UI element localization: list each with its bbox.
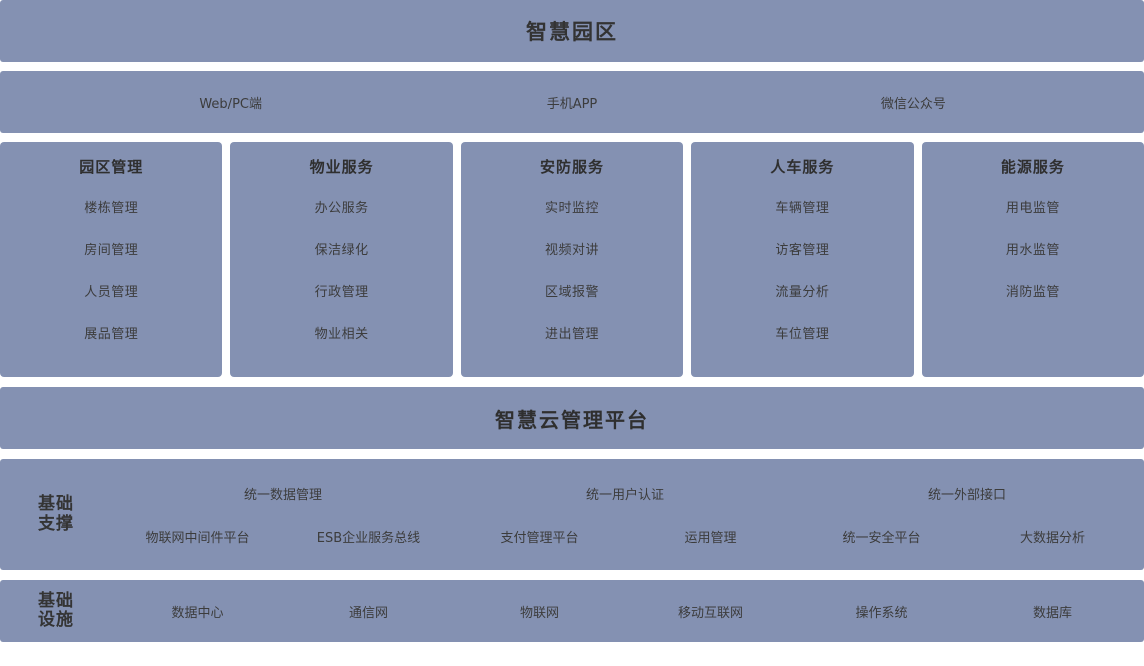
infra-item-iot[interactable]: 物联网: [519, 605, 559, 621]
module-item[interactable]: 行政管理: [314, 285, 369, 300]
spacer: [0, 62, 1144, 71]
infrastructure-layer-label: 基础设施: [38, 590, 74, 630]
channel-item-wechat[interactable]: 微信公众号: [743, 93, 1084, 112]
module-title: 人车服务: [770, 158, 835, 176]
module-card-property-service[interactable]: 物业服务 办公服务 保洁绿化 行政管理 物业相关: [230, 142, 453, 377]
module-item[interactable]: 房间管理: [84, 243, 139, 258]
module-item[interactable]: 物业相关: [314, 327, 369, 342]
module-item[interactable]: 用水监管: [1005, 243, 1060, 258]
module-item[interactable]: 楼栋管理: [84, 201, 139, 216]
module-item[interactable]: 实时监控: [545, 201, 600, 216]
module-item[interactable]: 消防监管: [1005, 285, 1060, 300]
channel-label: Web/PC端: [199, 96, 262, 112]
infrastructure-grid: 数据中心 通信网 物联网 移动互联网 操作系统 数据库: [112, 602, 1144, 621]
spacer: [0, 133, 1144, 142]
support-item-unified-auth[interactable]: 统一用户认证: [585, 487, 664, 503]
module-item[interactable]: 流量分析: [775, 285, 830, 300]
module-item[interactable]: 办公服务: [314, 201, 369, 216]
support-item-operation-management[interactable]: 运用管理: [684, 530, 737, 546]
channel-label: 微信公众号: [880, 96, 946, 112]
spacer: [0, 449, 1144, 459]
infra-item-database[interactable]: 数据库: [1032, 605, 1072, 621]
support-item-iot-middleware[interactable]: 物联网中间件平台: [145, 530, 250, 546]
modules-row: 园区管理 楼栋管理 房间管理 人员管理 展品管理 物业服务 办公服务 保洁绿化 …: [0, 142, 1144, 377]
infra-item-communication-network[interactable]: 通信网: [348, 605, 388, 621]
module-card-energy-service[interactable]: 能源服务 用电监管 用水监管 消防监管: [921, 142, 1144, 377]
support-bottom-row: 物联网中间件平台 ESB企业服务总线 支付管理平台 运用管理 统一安全平台 大数…: [112, 527, 1138, 546]
module-item[interactable]: 展品管理: [84, 327, 139, 342]
spacer: [0, 570, 1144, 580]
channel-item-mobile-app[interactable]: 手机APP: [401, 93, 742, 112]
support-band: 基础支撑 统一数据管理 统一用户认证 统一外部接口 物联网中间件平台 ESB企业…: [0, 459, 1144, 570]
module-item[interactable]: 视频对讲: [545, 243, 600, 258]
page-title: 智慧园区: [526, 20, 618, 44]
module-item[interactable]: 区域报警: [545, 285, 600, 300]
module-title: 安防服务: [540, 158, 605, 176]
module-title: 物业服务: [309, 158, 374, 176]
platform-title: 智慧云管理平台: [495, 407, 649, 432]
module-item[interactable]: 进出管理: [545, 327, 600, 342]
support-item-big-data-analysis[interactable]: 大数据分析: [1019, 530, 1085, 546]
spacer: [0, 377, 1144, 387]
module-item[interactable]: 车辆管理: [775, 201, 830, 216]
support-item-unified-data[interactable]: 统一数据管理: [243, 487, 322, 503]
header-band: 智慧园区: [0, 0, 1144, 62]
infra-item-data-center[interactable]: 数据中心: [171, 605, 224, 621]
support-item-unified-api[interactable]: 统一外部接口: [927, 487, 1006, 503]
module-item[interactable]: 用电监管: [1005, 201, 1060, 216]
module-item[interactable]: 保洁绿化: [314, 243, 369, 258]
infra-item-operating-system[interactable]: 操作系统: [855, 605, 908, 621]
channels-band: Web/PC端 手机APP 微信公众号: [0, 71, 1144, 133]
support-item-esb[interactable]: ESB企业服务总线: [316, 530, 421, 546]
infrastructure-band: 基础设施 数据中心 通信网 物联网 移动互联网 操作系统 数据库: [0, 580, 1144, 642]
support-item-payment-platform[interactable]: 支付管理平台: [500, 530, 579, 546]
support-layer-label: 基础支撑: [38, 494, 74, 534]
channel-label: 手机APP: [546, 96, 598, 112]
channel-item-web[interactable]: Web/PC端: [60, 93, 401, 112]
module-card-security-service[interactable]: 安防服务 实时监控 视频对讲 区域报警 进出管理: [460, 142, 684, 377]
infra-item-mobile-internet[interactable]: 移动互联网: [677, 605, 743, 621]
module-item[interactable]: 访客管理: [775, 243, 830, 258]
platform-band: 智慧云管理平台: [0, 387, 1144, 449]
module-card-park-management[interactable]: 园区管理 楼栋管理 房间管理 人员管理 展品管理: [0, 142, 223, 377]
support-top-row: 统一数据管理 统一用户认证 统一外部接口: [112, 484, 1138, 503]
module-card-people-vehicle-service[interactable]: 人车服务 车辆管理 访客管理 流量分析 车位管理: [691, 142, 914, 377]
module-item[interactable]: 车位管理: [775, 327, 830, 342]
module-title: 能源服务: [1000, 158, 1065, 176]
support-item-unified-security[interactable]: 统一安全平台: [842, 530, 921, 546]
module-title: 园区管理: [79, 158, 144, 176]
support-grid: 统一数据管理 统一用户认证 统一外部接口 物联网中间件平台 ESB企业服务总线 …: [112, 459, 1144, 570]
module-item[interactable]: 人员管理: [84, 285, 139, 300]
